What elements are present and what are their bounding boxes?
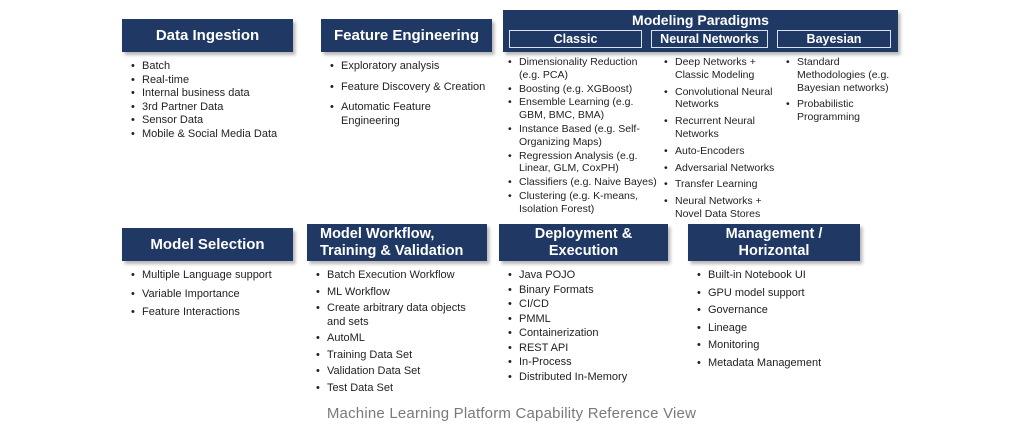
list-item: Metadata Management [696,357,860,371]
list-item: Built-in Notebook UI [696,269,860,283]
deployment-title-line2: Execution [548,242,619,259]
feature-engineering-title: Feature Engineering [333,27,480,44]
list-item: Feature Interactions [130,306,293,320]
classic-column: Dimensionality Reduction (e.g. PCA)Boost… [503,56,659,225]
list-item: Transfer Learning [663,178,781,191]
management-list: Built-in Notebook UI GPU model supportGov… [688,269,860,370]
list-item: In-Process [507,356,668,370]
list-item: PMML [507,313,668,327]
list-item: Lineage [696,322,860,336]
modeling-paradigms-panel: Modeling Paradigms Classic Neural Networ… [503,10,898,52]
neural-networks-subheader: Neural Networks [651,30,768,48]
figure-caption: Machine Learning Platform Capability Ref… [326,405,697,422]
list-item: Training Data Set [315,349,487,363]
data-ingestion-list: BatchReal-timeInternal business data3rd … [122,60,293,141]
model-workflow-panel: Model Workflow, Training & Validation Ba… [307,224,487,398]
list-item: Neural Networks + Novel Data Stores [663,195,781,221]
list-item: Governance [696,304,860,318]
list-item: Java POJO [507,269,668,283]
list-item: Dimensionality Reduction (e.g. PCA) [507,56,659,82]
list-item: Test Data Set [315,382,487,396]
list-item: Feature Discovery & Creation [329,81,492,95]
bayesian-subheader: Bayesian [777,30,891,48]
list-item: Monitoring [696,339,860,353]
list-item: CI/CD [507,298,668,312]
model-selection-panel: Model Selection Multiple Language suppor… [122,228,293,325]
model-workflow-header: Model Workflow, Training & Validation [307,224,487,261]
list-item: 3rd Partner Data [130,101,293,115]
classic-list: Dimensionality Reduction (e.g. PCA)Boost… [503,56,659,216]
list-item: Sensor Data [130,114,293,128]
list-item: REST API [507,342,668,356]
deployment-list: Java POJOBinary FormatsCI/CDPMMLContaine… [499,269,668,384]
data-ingestion-header: Data Ingestion [122,19,293,52]
list-item: Containerization [507,327,668,341]
list-item: Auto-Encoders [663,145,781,158]
deployment-header: Deployment & Execution [499,224,668,261]
list-item: Ensemble Learning (e.g. GBM, BMC, BMA) [507,96,659,122]
list-item: Batch [130,60,293,74]
list-item: Deep Networks + Classic Modeling [663,56,781,82]
list-item: Variable Importance [130,288,293,302]
list-item: Classifiers (e.g. Naive Bayes) [507,176,659,189]
list-item: Validation Data Set [315,365,487,379]
modeling-paradigms-title: Modeling Paradigms [632,12,769,28]
feature-engineering-list: Exploratory analysisFeature Discovery & … [321,60,492,128]
list-item: Recurrent Neural Networks [663,115,781,141]
list-item: Automatic Feature Engineering [329,101,492,128]
list-item: Binary Formats [507,284,668,298]
feature-engineering-header: Feature Engineering [321,19,492,52]
data-ingestion-title: Data Ingestion [155,27,260,44]
model-selection-header: Model Selection [122,228,293,261]
classic-subheader: Classic [509,30,642,48]
list-item: AutoML [315,332,487,346]
bayesian-column: Standard Methodologies (e.g. Bayesian ne… [781,56,901,225]
bayesian-list: Standard Methodologies (e.g. Bayesian ne… [781,56,901,124]
deployment-panel: Deployment & Execution Java POJOBinary F… [499,224,668,385]
list-item: Standard Methodologies (e.g. Bayesian ne… [785,56,901,94]
data-ingestion-panel: Data Ingestion BatchReal-timeInternal bu… [122,19,293,141]
list-item: Multiple Language support [130,269,293,283]
model-workflow-title-line2: Training & Validation [320,242,464,259]
list-item: Batch Execution Workflow [315,269,487,283]
list-item: Probabilistic Programming [785,98,901,124]
list-item: Boosting (e.g. XGBoost) [507,83,659,96]
list-item: Create arbitrary data objects and sets [315,302,487,329]
management-title-line2: Horizontal [738,242,810,259]
modeling-paradigms-columns: Dimensionality Reduction (e.g. PCA)Boost… [503,56,901,225]
model-workflow-title-line1: Model Workflow, [320,225,435,242]
modeling-paradigms-subheaders: Classic Neural Networks Bayesian [503,30,898,48]
management-header: Management / Horizontal [688,224,860,261]
list-item: Real-time [130,74,293,88]
list-item: Convolutional Neural Networks [663,86,781,112]
list-item: Adversarial Networks [663,162,781,175]
model-selection-list: Multiple Language supportVariable Import… [122,269,293,320]
management-panel: Management / Horizontal Built-in Noteboo… [688,224,860,374]
list-item: ML Workflow [315,286,487,300]
model-selection-title: Model Selection [150,236,265,253]
feature-engineering-panel: Feature Engineering Exploratory analysis… [321,19,492,135]
list-item: Regression Analysis (e.g. Linear, GLM, C… [507,150,659,176]
list-item: Distributed In-Memory [507,371,668,385]
list-item: Clustering (e.g. K-means, Isolation Fore… [507,190,659,216]
list-item: Instance Based (e.g. Self-Organizing Map… [507,123,659,149]
list-item: Internal business data [130,87,293,101]
neural-networks-column: Deep Networks + Classic ModelingConvolut… [659,56,781,225]
list-item: Mobile & Social Media Data [130,128,293,142]
model-workflow-list: Batch Execution Workflow ML WorkflowCreat… [307,269,487,395]
management-title-line1: Management / [725,225,823,242]
list-item: GPU model support [696,287,860,301]
deployment-title-line1: Deployment & [534,225,633,242]
neural-networks-list: Deep Networks + Classic ModelingConvolut… [659,56,781,221]
list-item: Exploratory analysis [329,60,492,74]
